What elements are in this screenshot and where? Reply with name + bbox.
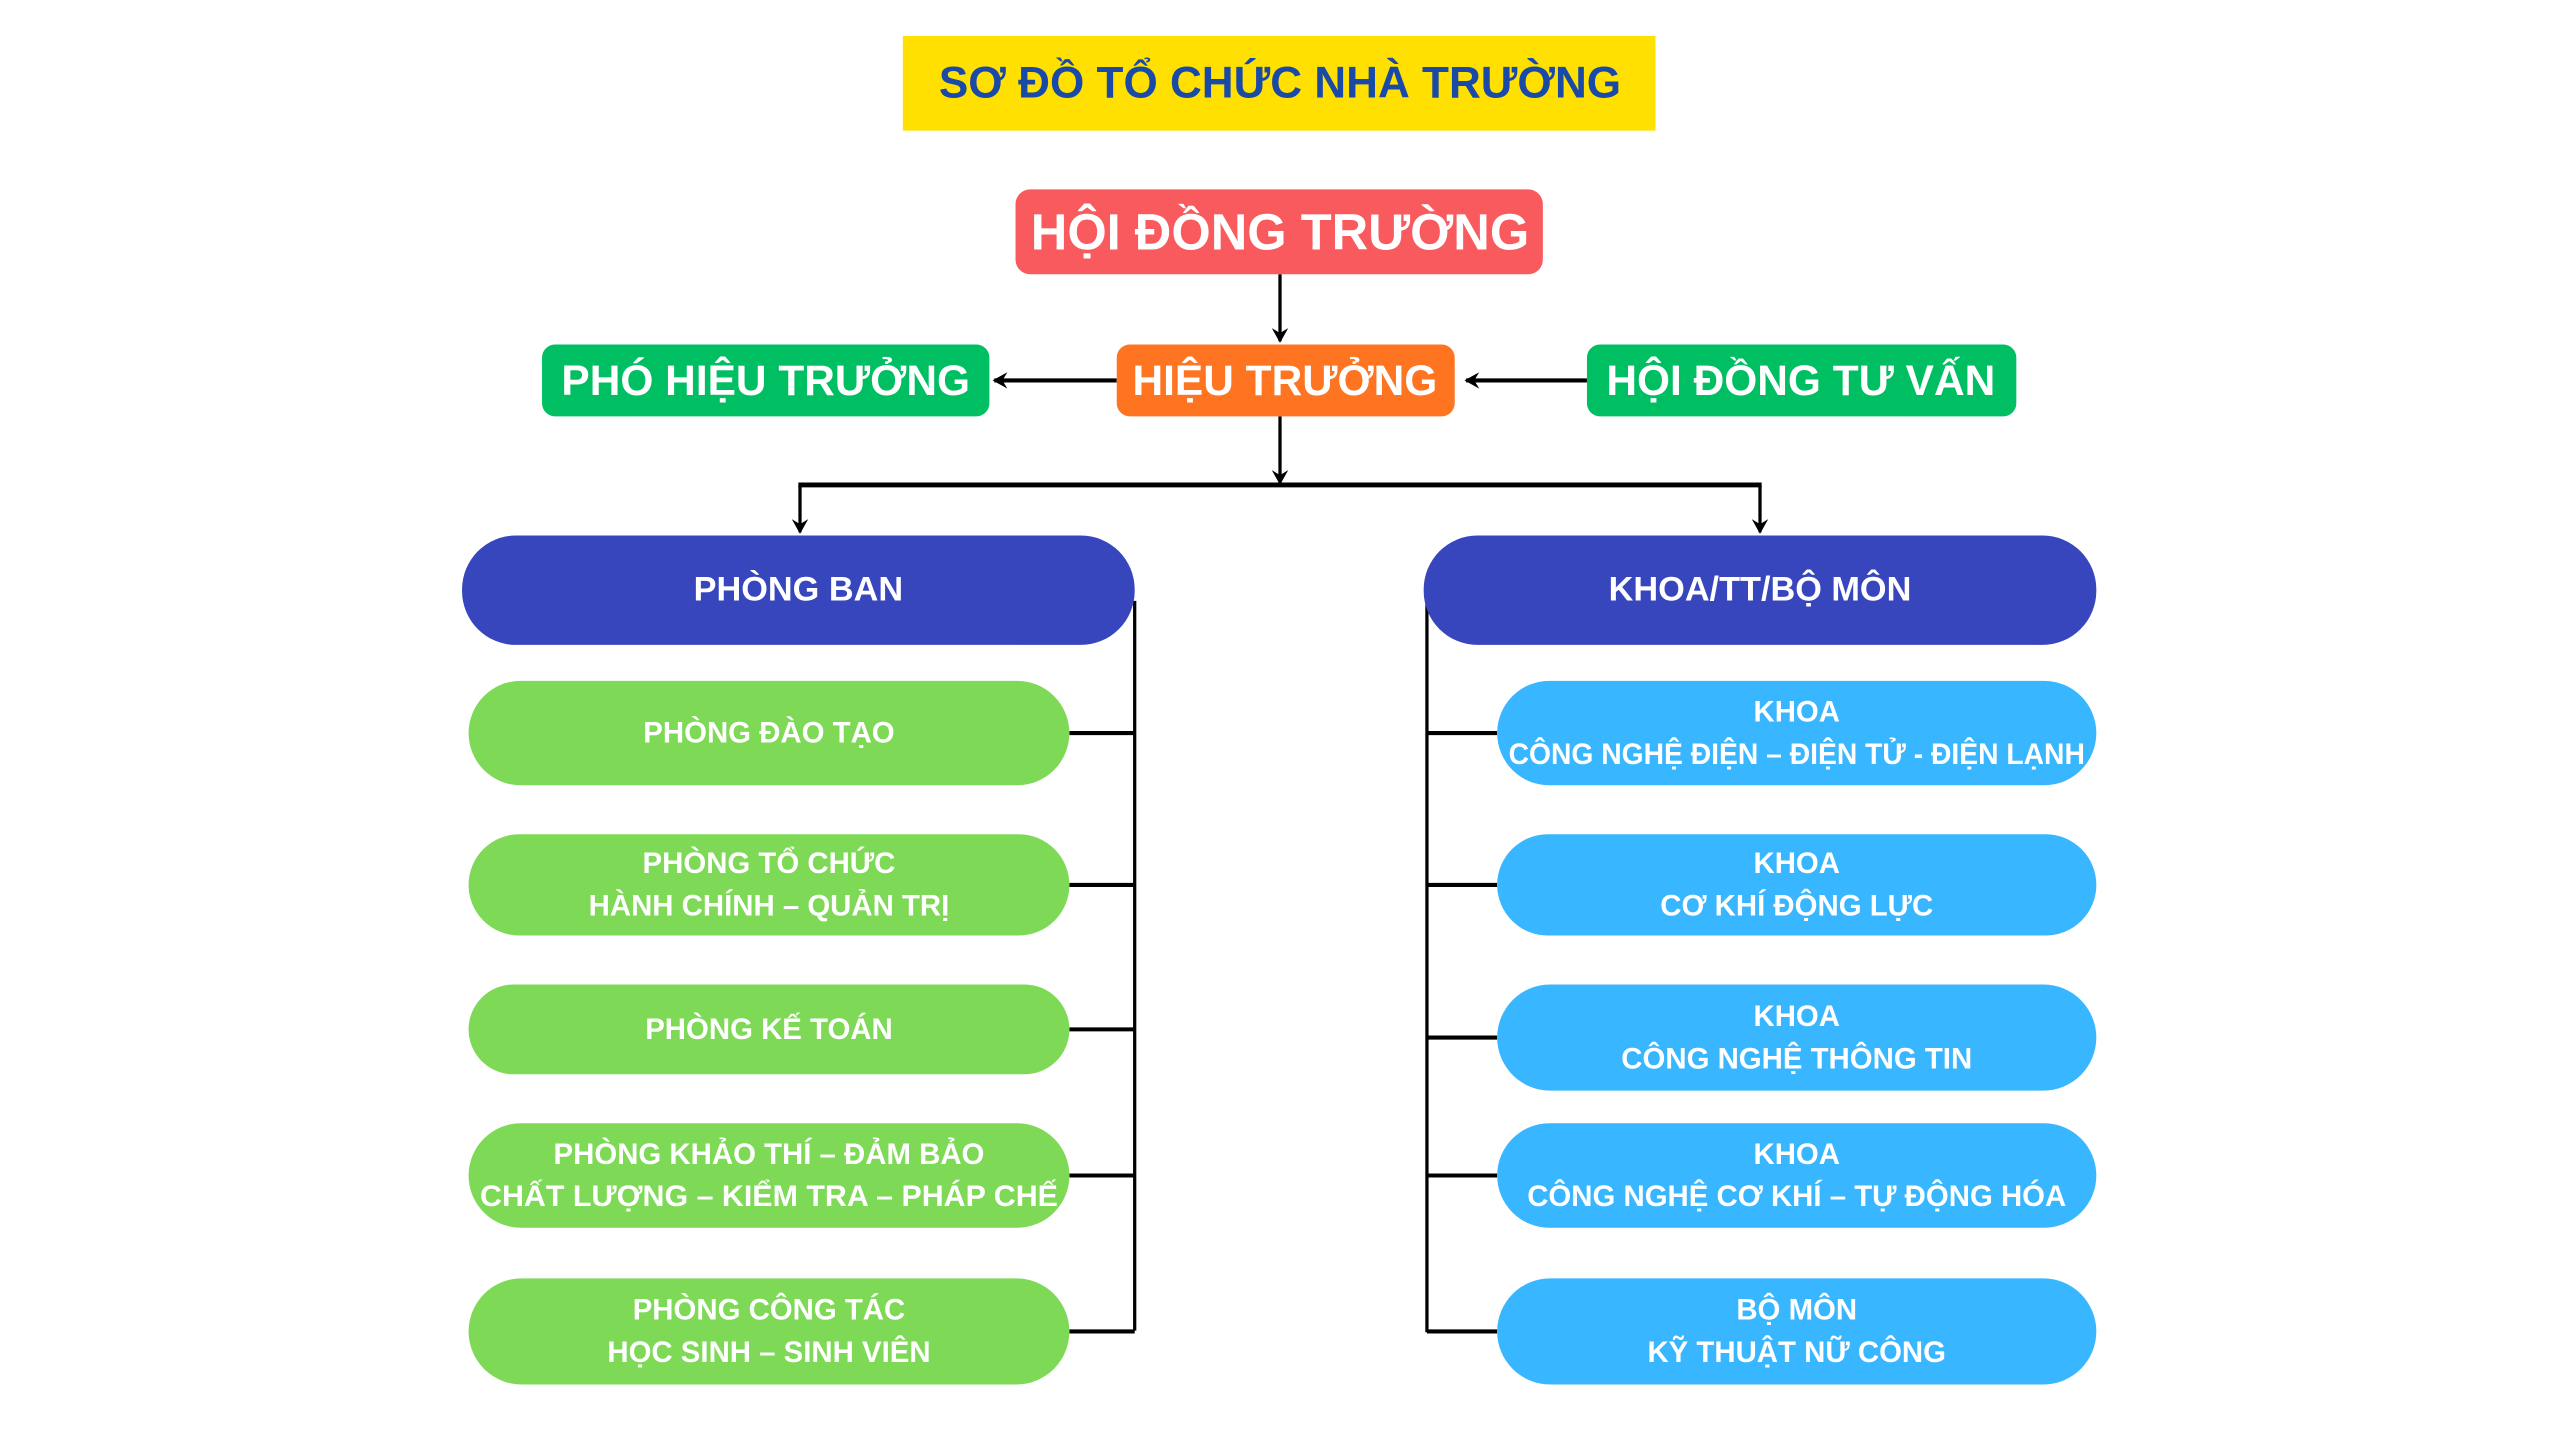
department-node[interactable]: PHÒNG ĐÀO TẠO (468, 680, 1070, 786)
department-node[interactable]: PHÒNG KHẢO THÍ – ĐẢM BẢO CHẤT LƯỢNG – KIỂ… (468, 1123, 1070, 1228)
faculty-label-line1: BỘ MÔN (1736, 1293, 1857, 1327)
faculty-label-line1: KHOA (1753, 695, 1840, 728)
department-label: PHÒNG ĐÀO TẠO (643, 716, 894, 750)
node-advisory-council[interactable]: HỘI ĐỒNG TƯ VẤN (1586, 344, 2017, 417)
node-vice-principal[interactable]: PHÓ HIỆU TRƯỞNG (542, 344, 990, 417)
connectors (791, 274, 1769, 1334)
faculty-label-line2: CÔNG NGHỆ CƠ KHÍ – TỰ ĐỘNG HÓA (1527, 1179, 2066, 1213)
group-faculties[interactable]: KHOA/TT/BỘ MÔN (1423, 535, 2097, 645)
faculty-label-line1: KHOA (1753, 1138, 1840, 1171)
group-departments[interactable]: PHÒNG BAN (462, 535, 1135, 645)
faculty-node[interactable]: KHOA CÔNG NGHỆ ĐIỆN – ĐIỆN TỬ - ĐIỆN LẠNH (1497, 680, 2097, 786)
vice-label: PHÓ HIỆU TRƯỞNG (561, 356, 970, 404)
faculty-label-line2: CÔNG NGHỆ ĐIỆN – ĐIỆN TỬ - ĐIỆN LẠNH (1509, 737, 2085, 771)
faculty-label-line1: KHOA (1753, 1000, 1840, 1033)
department-node[interactable]: PHÒNG CÔNG TÁC HỌC SINH – SINH VIÊN (468, 1278, 1070, 1385)
node-council[interactable]: HỘI ĐỒNG TRƯỜNG (1015, 189, 1543, 275)
department-label-line1: PHÒNG TỔ CHỨC (643, 846, 896, 880)
department-label-line2: HÀNH CHÍNH – QUẢN TRỊ (589, 889, 950, 923)
chart-title: SƠ ĐỒ TỔ CHỨC NHÀ TRƯỜNG (902, 35, 1656, 131)
department-node[interactable]: PHÒNG TỔ CHỨC HÀNH CHÍNH – QUẢN TRỊ (468, 834, 1070, 936)
faculty-label-line2: CƠ KHÍ ĐỘNG LỰC (1660, 889, 1933, 923)
node-principal[interactable]: HIỆU TRƯỞNG (1116, 344, 1455, 417)
principal-label: HIỆU TRƯỞNG (1132, 356, 1437, 404)
faculty-node[interactable]: KHOA CƠ KHÍ ĐỘNG LỰC (1497, 834, 2097, 936)
faculty-node[interactable]: KHOA CÔNG NGHỆ CƠ KHÍ – TỰ ĐỘNG HÓA (1497, 1123, 2097, 1228)
department-label-line2: CHẤT LƯỢNG – KIỂM TRA – PHÁP CHẾ (480, 1179, 1058, 1213)
department-label-line1: PHÒNG KHẢO THÍ – ĐẢM BẢO (554, 1137, 985, 1171)
council-label: HỘI ĐỒNG TRƯỜNG (1031, 203, 1529, 260)
faculty-node[interactable]: KHOA CÔNG NGHỆ THÔNG TIN (1497, 984, 2097, 1091)
faculty-label-line1: KHOA (1753, 847, 1840, 880)
faculty-node[interactable]: BỘ MÔN KỸ THUẬT NỮ CÔNG (1497, 1278, 2097, 1385)
advisory-label: HỘI ĐỒNG TƯ VẤN (1606, 356, 1995, 404)
faculties-label: KHOA/TT/BỘ MÔN (1609, 568, 1912, 608)
title-text: SƠ ĐỒ TỔ CHỨC NHÀ TRƯỜNG (939, 57, 1621, 108)
department-label-line2: HỌC SINH – SINH VIÊN (607, 1335, 930, 1369)
faculty-label-line2: CÔNG NGHỆ THÔNG TIN (1621, 1041, 1972, 1075)
department-label: PHÒNG KẾ TOÁN (645, 1012, 893, 1046)
department-label-line1: PHÒNG CÔNG TÁC (633, 1293, 906, 1327)
faculty-label-line2: KỸ THUẬT NỮ CÔNG (1647, 1335, 1946, 1369)
department-node[interactable]: PHÒNG KẾ TOÁN (468, 984, 1070, 1075)
departments-label: PHÒNG BAN (694, 568, 903, 608)
